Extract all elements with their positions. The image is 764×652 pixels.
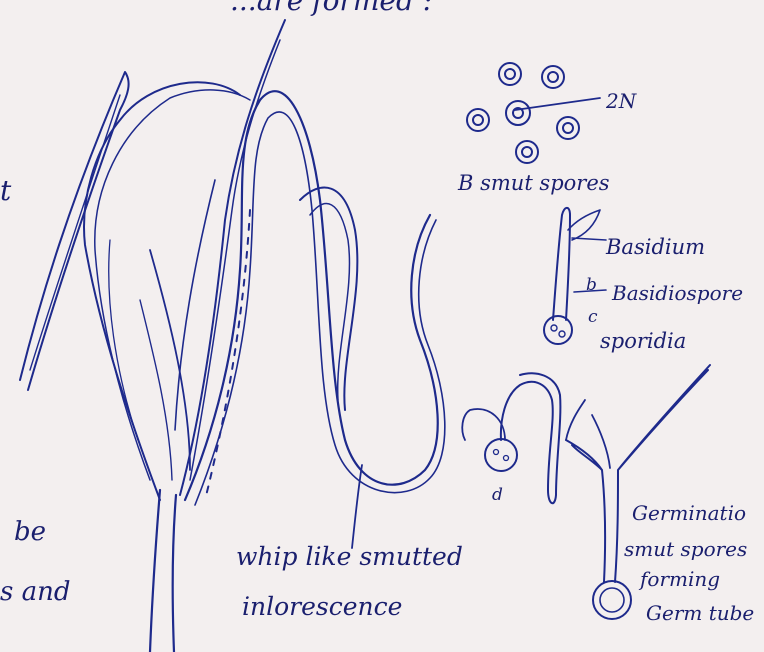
spore [542,66,564,88]
smut-spores-cluster [467,63,600,163]
label-whip-line2: inlorescence [242,592,402,621]
label-basidiospore: Basidiospore [611,281,743,305]
marker-d: d [492,485,503,505]
label-germination-3: forming [638,567,720,591]
label-sporidia: sporidia [600,329,686,353]
margin-text-be: be [14,517,46,547]
header-fragment: ...are formed : [230,0,432,17]
margin-text-and: s and [0,577,71,607]
label-smut-spores: B smut spores [457,171,610,195]
spore-pointer-2n [515,98,600,110]
label-germination-2: smut spores [624,537,747,561]
margin-text-t: t [0,174,12,207]
label-germination-1: Germinatio [632,501,746,525]
spore [506,101,530,125]
label-2n: 2N [605,89,638,113]
marker-c: c [588,307,598,327]
germinating-spore-d [462,373,560,503]
spore [516,141,538,163]
whip-pointer [352,465,362,548]
plant-stem [150,490,176,652]
label-whip-line1: whip like smutted [236,542,463,571]
spore [467,109,489,131]
marker-b: b [586,275,597,295]
spore [499,63,521,85]
whip-main [185,91,438,500]
label-basidium: Basidium [605,235,705,259]
spore [557,117,579,139]
label-germination-4: Germ tube [646,601,754,625]
